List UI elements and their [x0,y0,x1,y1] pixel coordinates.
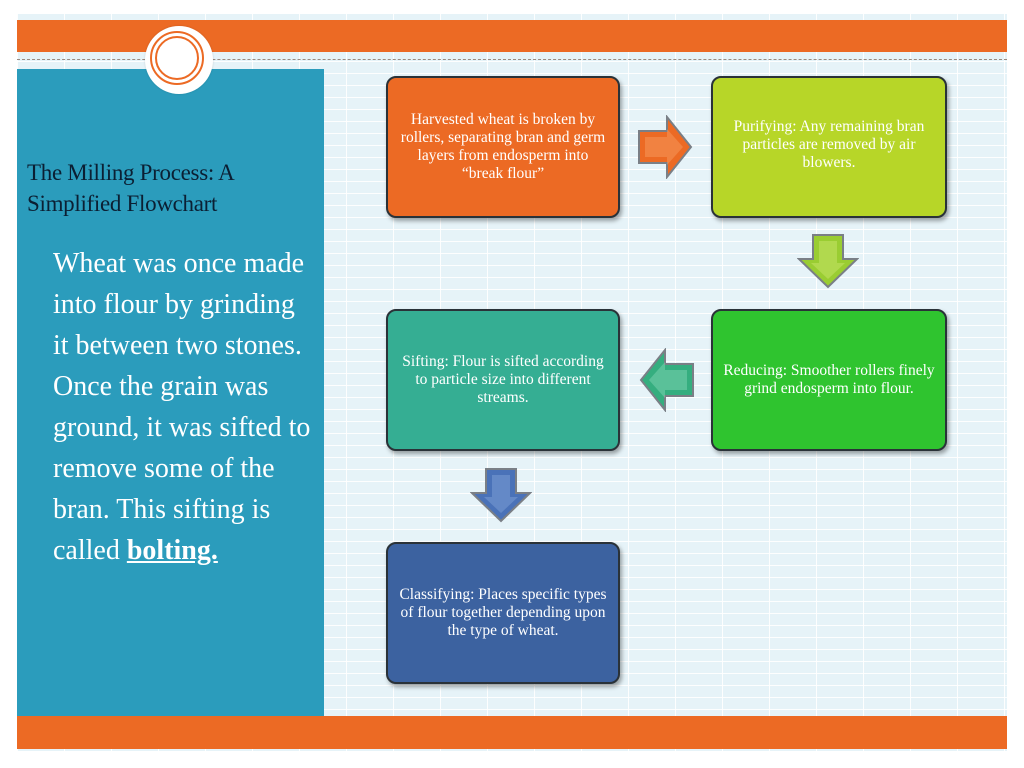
side-panel: The Milling Process: A Simplified Flowch… [17,69,324,716]
arrow-down-icon [797,234,859,289]
step-sifting: Sifting: Flour is sifted according to pa… [386,309,620,451]
step-reducing: Reducing: Smoother rollers finely grind … [711,309,947,451]
dashed-divider [17,59,1007,60]
arrow-right-icon [638,115,693,179]
decorative-ring-icon [145,26,213,94]
step-purifying: Purifying: Any remaining bran particles … [711,76,947,218]
arrow-down-icon [470,468,532,523]
body-emphasis-term: bolting. [126,535,218,566]
body-text: Wheat was once made into flour by grindi… [53,243,313,571]
step-break-rollers: Harvested wheat is broken by rollers, se… [386,76,620,218]
bottom-accent-bar [17,716,1007,749]
arrow-left-icon [639,348,694,412]
step-classifying: Classifying: Places specific types of fl… [386,542,620,684]
body-paragraph: Wheat was once made into flour by grindi… [53,248,311,566]
slide-title: The Milling Process: A Simplified Flowch… [27,160,234,216]
slide: The Milling Process: A Simplified Flowch… [17,14,1007,751]
